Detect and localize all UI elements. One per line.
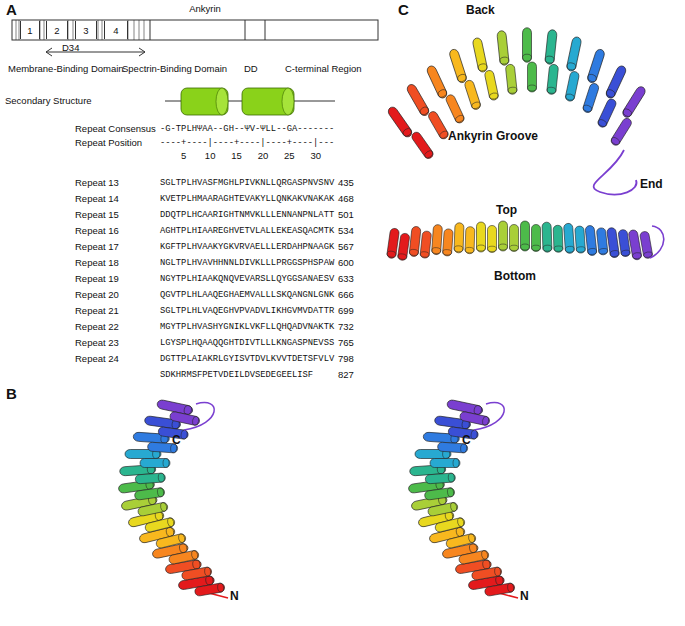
repeat-sequence: SGLTPLHVASFMGHLPIVKNLLQRGASPNVSNV [160, 179, 334, 189]
repeat-group-number: 3 [83, 25, 88, 36]
repeat-name: Repeat 19 [75, 274, 119, 284]
domain-name: Spectrin-Binding Domain [122, 64, 227, 74]
terminus-label: C [462, 434, 471, 447]
repeat-name: Repeat 17 [75, 242, 119, 252]
repeat-group-number: 2 [54, 25, 59, 36]
ankyrin-arc-side-view [386, 221, 663, 261]
panel-letter: A [6, 2, 17, 19]
repeat-sequence: DGTTPLAIAKRLGYISVTDVLKVVTDETSFVLV [160, 355, 334, 365]
repeat-group-cell: 2 [46, 21, 68, 39]
secondary-structure [165, 88, 335, 115]
repeat-sequence: DDQTPLHCAARIGHTNMVKLLLENNANPNLATT [160, 211, 334, 221]
residue-number: 567 [338, 242, 354, 252]
view-label: Top [496, 204, 517, 217]
repeat-name: Repeat 16 [75, 226, 119, 236]
repeat-sequence: NGLTPLHVAVHHNNLDIVKLLLPRGGSPHSPAW [160, 259, 334, 269]
residue-number: 534 [338, 226, 354, 236]
row-heading: Repeat Consensus [75, 124, 156, 134]
domain-name: DD [244, 64, 258, 74]
view-label: End [640, 178, 663, 191]
repeat-group-number: 1 [27, 25, 32, 36]
panel-letter: C [398, 2, 409, 19]
terminus-label: C [172, 434, 181, 447]
residue-number: 827 [338, 370, 354, 380]
position-number: 15 [231, 151, 242, 161]
repeat-group-cell: 1 [20, 21, 40, 39]
residue-number: 666 [338, 290, 354, 300]
position-number: 5 [181, 151, 186, 161]
view-label: Ankyrin Groove [448, 130, 538, 143]
ankyrin-stack-stereo [118, 399, 228, 599]
panel-letter: B [6, 386, 17, 403]
repeat-sequence: LGYSPLHQAAQQGHTDIVTLLLKNGASPNEVSS [160, 339, 334, 349]
repeat-name: Repeat 21 [75, 306, 119, 316]
repeat-group-cell: 4 [104, 21, 128, 39]
domain-name: Membrane-Binding Domain [8, 64, 124, 74]
repeat-group-cell: 3 [75, 21, 97, 39]
repeat-name: Repeat 22 [75, 322, 119, 332]
residue-number: 501 [338, 210, 354, 220]
repeat-name: Repeat 13 [75, 178, 119, 188]
terminus-label: N [520, 590, 529, 603]
repeat-sequence: QGVTPLHLAAQEGHAEMVALLLSKQANGNLGNK [160, 291, 334, 301]
position-number: 10 [205, 151, 216, 161]
position-ruler: ----+----|----+----|----+----|--- [160, 139, 334, 149]
view-label: Bottom [494, 270, 536, 283]
terminus-label: N [230, 590, 239, 603]
position-number: 30 [310, 151, 321, 161]
repeat-sequence: NGYTPLHIAAKQNQVEVARSLLQYGGSANAESV [160, 275, 334, 285]
consensus-sequence: -G-TPLHΨAA--GH--ΨV-ΨLL--GA------- [160, 125, 334, 135]
residue-number: 600 [338, 258, 354, 268]
residue-number: 765 [338, 338, 354, 348]
ankyrin-stack-stereo [408, 399, 518, 599]
residue-number: 699 [338, 306, 354, 316]
tail-sequence: SDKHRMSFPETVDEILDVSEDEGEELISF [160, 371, 313, 381]
repeat-name: Repeat 14 [75, 194, 119, 204]
residue-number: 732 [338, 322, 354, 332]
repeat-name: Repeat 24 [75, 354, 119, 364]
repeat-sequence: MGYTPLHVASHYGNIKLVKFLLQHQADVNAKTK [160, 323, 334, 333]
residue-number: 435 [338, 178, 354, 188]
ankyrin-arc-back-view [386, 28, 651, 195]
repeat-sequence: AGHTPLHIAAREGHVETVLALLEKEASQACMTK [160, 227, 334, 237]
residue-number: 468 [338, 194, 354, 204]
repeat-name: Repeat 23 [75, 338, 119, 348]
repeat-sequence: SGLTPLHLVAQEGHVPVADVLIKHGVMVDATTR [160, 307, 334, 317]
view-label: Back [466, 4, 495, 17]
row-heading: Secondary Structure [5, 96, 92, 106]
repeat-group-number: 4 [113, 25, 118, 36]
repeat-name: Repeat 18 [75, 258, 119, 268]
repeat-sequence: KGFTPLHVAAKYGKVRVAELLLERDAHPNAAGK [160, 243, 334, 253]
repeat-name: Repeat 15 [75, 210, 119, 220]
row-heading: Repeat Position [75, 138, 142, 148]
repeat-name: Repeat 20 [75, 290, 119, 300]
repeat-sequence: KVETPLHMAARAGHTEVAKYLLQNKAKVNAKAK [160, 195, 334, 205]
domain-name: C-terminal Region [285, 64, 362, 74]
deletion-name: D34 [62, 43, 79, 53]
position-number: 25 [284, 151, 295, 161]
protein-name: Ankyrin [189, 4, 221, 14]
residue-number: 798 [338, 354, 354, 364]
residue-number: 633 [338, 274, 354, 284]
domain-bar [12, 20, 378, 56]
position-number: 20 [258, 151, 269, 161]
